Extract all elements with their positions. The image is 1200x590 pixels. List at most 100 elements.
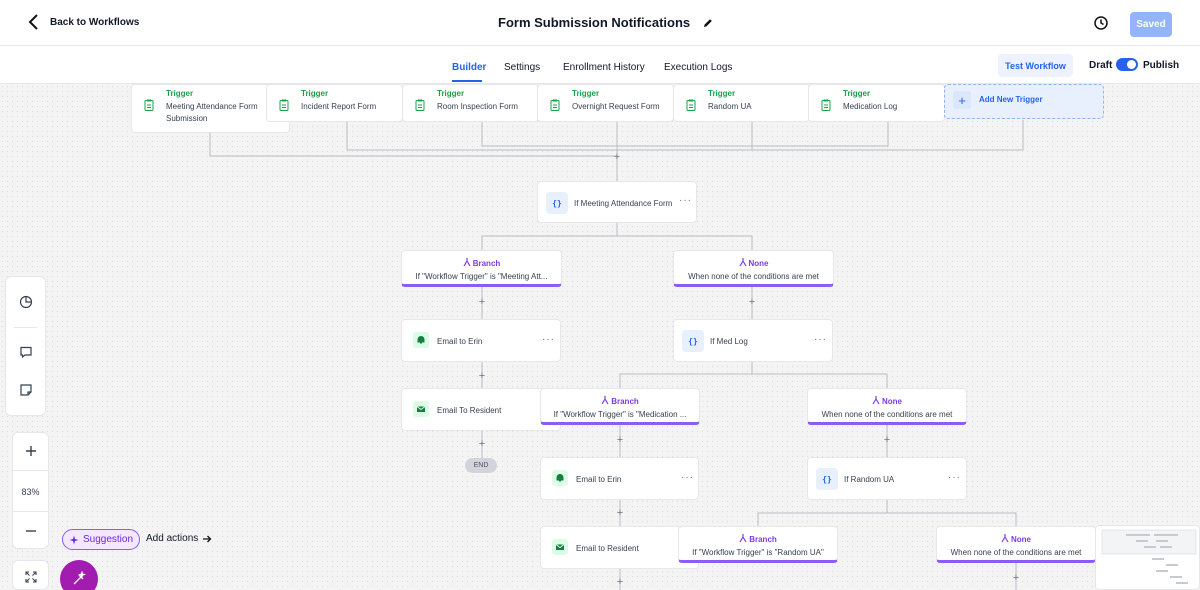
plus-icon [25, 446, 36, 456]
action-card[interactable]: Email to Resident [540, 526, 699, 569]
trigger-card[interactable]: Trigger Medication Log [808, 84, 945, 122]
pie-chart-icon [19, 295, 32, 309]
branch-description: If "Workflow Trigger" is "Medication ... [553, 410, 687, 419]
tab-enrollment-history[interactable]: Enrollment History [563, 62, 645, 73]
top-bar: Back to Workflows Form Submission Notifi… [0, 0, 1200, 46]
condition-card[interactable]: {} If Med Log ··· [673, 319, 833, 362]
condition-icon: {} [816, 468, 838, 490]
more-options-icon[interactable]: ··· [814, 334, 827, 345]
suggestion-chip[interactable]: Suggestion [62, 529, 140, 550]
zoom-out-button[interactable] [13, 519, 48, 543]
branch-icon [872, 396, 880, 405]
trigger-label: Trigger [437, 89, 465, 98]
trigger-card[interactable]: Trigger Meeting Attendance Form Submissi… [131, 84, 290, 133]
trigger-label: Trigger [843, 89, 871, 98]
side-tools-panel [5, 276, 46, 416]
more-options-icon[interactable]: ··· [948, 472, 961, 483]
action-card[interactable]: Email To Resident [401, 388, 561, 431]
condition-card[interactable]: {} If Random UA ··· [807, 457, 967, 500]
none-branch-card[interactable]: None When none of the conditions are met [936, 526, 1096, 563]
trigger-name: Random UA [708, 102, 752, 111]
add-step-plus[interactable]: + [478, 438, 486, 450]
suggestion-label: Suggestion [82, 534, 134, 545]
clipboard-icon [821, 99, 831, 111]
clipboard-icon [550, 99, 560, 111]
branch-title: Branch [472, 259, 501, 268]
test-workflow-button[interactable]: Test Workflow [998, 54, 1073, 77]
branch-card[interactable]: Branch If "Workflow Trigger" is "Random … [678, 526, 838, 563]
divider [14, 327, 37, 328]
branch-icon [738, 258, 747, 267]
saved-button[interactable]: Saved [1130, 12, 1172, 37]
trigger-name: Overnight Request Form [572, 102, 660, 111]
add-step-plus[interactable]: + [616, 576, 624, 588]
trigger-label: Trigger [166, 89, 194, 98]
tab-settings[interactable]: Settings [504, 62, 541, 73]
add-step-plus[interactable]: + [616, 507, 624, 519]
action-name: Email to Erin [437, 337, 483, 346]
trigger-card[interactable]: Trigger Room Inspection Form [402, 84, 539, 122]
trigger-name: Incident Report Form [301, 102, 377, 111]
action-card[interactable]: Email to Erin ··· [540, 457, 699, 500]
add-step-plus[interactable]: + [478, 296, 486, 308]
add-actions-label: Add actions [146, 533, 199, 544]
condition-name: If Random UA [844, 475, 895, 484]
clipboard-icon [144, 99, 154, 111]
comment-tool[interactable] [6, 341, 45, 363]
branch-title: None [882, 397, 902, 406]
condition-card[interactable]: {} If Meeting Attendance Form ··· [537, 181, 697, 223]
magic-wand-icon [73, 571, 87, 585]
active-tab-indicator [452, 80, 482, 82]
tab-builder[interactable]: Builder [452, 62, 487, 73]
add-step-plus[interactable]: + [883, 434, 891, 446]
action-name: Email To Resident [437, 406, 502, 415]
chart-tool[interactable] [6, 291, 45, 313]
branch-title: Branch [611, 397, 639, 406]
none-branch-card[interactable]: None When none of the conditions are met [673, 250, 834, 287]
branch-title: None [748, 259, 769, 268]
add-step-plus[interactable]: + [478, 370, 486, 382]
none-branch-card[interactable]: None When none of the conditions are met [807, 388, 967, 425]
trigger-card[interactable]: Trigger Random UA [673, 84, 810, 122]
more-options-icon[interactable]: ··· [681, 472, 694, 483]
trigger-card[interactable]: Trigger Overnight Request Form [537, 84, 674, 122]
minimap[interactable] [1095, 525, 1200, 590]
minimap-preview [1101, 529, 1197, 584]
fit-view-button[interactable] [13, 569, 48, 585]
condition-name: If Med Log [710, 337, 748, 346]
add-step-plus[interactable]: + [613, 151, 621, 163]
add-new-trigger-button[interactable]: + Add New Trigger [944, 84, 1104, 119]
branch-description: If "Workflow Trigger" is "Meeting Att... [415, 272, 548, 281]
branch-title: Branch [749, 535, 777, 544]
publish-label: Publish [1143, 60, 1180, 71]
add-step-plus[interactable]: + [1012, 572, 1020, 584]
action-card[interactable]: Email to Erin ··· [401, 319, 561, 362]
more-options-icon[interactable]: ··· [542, 334, 555, 345]
branch-card[interactable]: Branch If "Workflow Trigger" is "Medicat… [540, 388, 700, 425]
workflow-canvas[interactable]: Trigger Meeting Attendance Form Submissi… [0, 84, 1200, 590]
more-options-icon[interactable]: ··· [679, 195, 692, 206]
ai-assistant-button[interactable] [60, 560, 98, 590]
publish-toggle[interactable] [1116, 58, 1138, 71]
sticky-note-tool[interactable] [6, 379, 45, 401]
draft-label: Draft [1089, 60, 1113, 71]
edit-title-icon[interactable] [702, 17, 714, 29]
zoom-in-button[interactable] [13, 439, 48, 463]
plus-icon: + [953, 91, 971, 109]
divider [13, 470, 48, 471]
add-step-plus[interactable]: + [748, 296, 756, 308]
branch-card[interactable]: Branch If "Workflow Trigger" is "Meeting… [401, 250, 562, 287]
tab-execution-logs[interactable]: Execution Logs [664, 62, 733, 73]
add-actions-link[interactable]: Add actions [146, 533, 212, 544]
history-icon[interactable] [1093, 15, 1109, 31]
branch-icon [463, 258, 471, 267]
trigger-card[interactable]: Trigger Incident Report Form [266, 84, 403, 122]
back-to-workflows-link[interactable]: Back to Workflows [28, 14, 139, 30]
add-step-plus[interactable]: + [616, 434, 624, 446]
envelope-icon [552, 539, 568, 555]
bell-icon [413, 332, 429, 348]
back-label: Back to Workflows [50, 16, 140, 28]
fit-view-panel [12, 560, 49, 590]
end-node: END [465, 458, 497, 473]
sticky-note-icon [19, 384, 32, 396]
